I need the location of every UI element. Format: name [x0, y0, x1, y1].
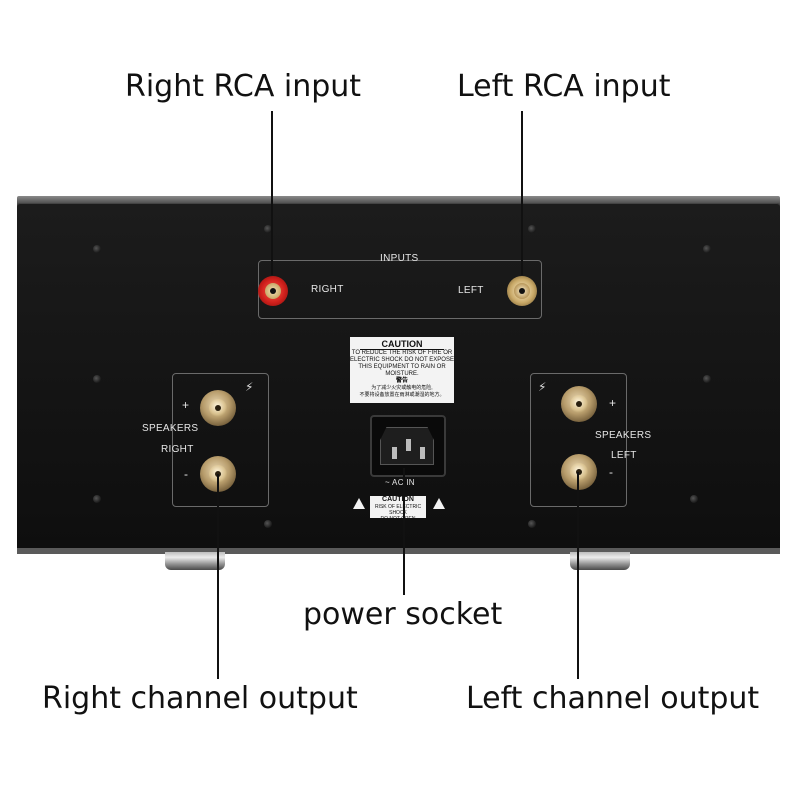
screw — [264, 225, 272, 233]
rca-left-jack-hole — [519, 288, 525, 294]
panel-bottom-edge — [17, 548, 780, 554]
screw — [93, 245, 101, 253]
screw — [93, 495, 101, 503]
power-socket[interactable] — [370, 415, 446, 477]
small-caution-title: CAUTION — [382, 496, 414, 503]
rca-right-jack[interactable] — [258, 276, 288, 306]
terminal-hole — [215, 405, 221, 411]
screw — [528, 225, 536, 233]
caution-label: CAUTION TO REDUCE THE RISK OF FIRE OR EL… — [350, 337, 454, 403]
screw — [703, 245, 711, 253]
inputs-label: INPUTS — [380, 253, 419, 264]
left-speaker-negative-terminal[interactable] — [561, 454, 597, 490]
speakers-left-title: SPEAKERS — [595, 430, 652, 441]
left-foot — [570, 552, 630, 570]
caution-line-2: ELECTRIC SHOCK DO NOT EXPOSE — [350, 357, 454, 363]
speakers-left-channel: LEFT — [611, 450, 637, 461]
speakers-right-channel: RIGHT — [161, 444, 194, 455]
speakers-right-minus: - — [184, 467, 189, 481]
ac-in-label: ~ AC IN — [385, 478, 415, 487]
screw — [703, 375, 711, 383]
screw — [264, 520, 272, 528]
rca-right-jack-hole — [270, 288, 276, 294]
right-rca-input-callout: Right RCA input — [125, 69, 362, 104]
small-caution-label: CAUTION RISK OF ELECTRIC SHOCK DO NOT OP… — [370, 496, 426, 522]
terminal-hole — [576, 401, 582, 407]
left-rca-leader-line — [521, 111, 523, 275]
left-speaker-positive-terminal[interactable] — [561, 386, 597, 422]
rca-left-jack[interactable] — [507, 276, 537, 306]
left-channel-output-callout: Left channel output — [466, 681, 760, 716]
right-channel-output-callout: Right channel output — [42, 681, 358, 716]
caution-cn-title: 警告 — [395, 378, 408, 384]
panel-top-bevel — [17, 196, 780, 206]
left-rca-input-callout: Left RCA input — [457, 69, 671, 104]
power-socket-leader-line — [403, 468, 405, 595]
electric-shock-warning-icon — [433, 498, 445, 509]
inputs-plate — [258, 260, 542, 319]
left-output-leader-line — [577, 472, 579, 679]
screw — [93, 375, 101, 383]
power-socket-callout: power socket — [303, 597, 503, 632]
power-socket-pin-live — [392, 447, 397, 459]
speakers-right-plus: + — [182, 398, 190, 412]
speakers-right-title: SPEAKERS — [142, 423, 199, 434]
speakers-left-minus: - — [609, 465, 614, 479]
caution-title: CAUTION — [360, 339, 444, 350]
rca-right-label: RIGHT — [311, 284, 344, 295]
lightning-bolt-icon: ⚡ — [538, 380, 547, 394]
speakers-right-plate — [172, 373, 269, 507]
caution-line-1: TO REDUCE THE RISK OF FIRE OR — [351, 350, 453, 356]
power-socket-pin-neutral — [420, 447, 425, 459]
small-caution-line-2: DO NOT OPEN — [380, 516, 416, 522]
caution-cn-line-1: 为了减少火灾或触电的危险, — [371, 385, 433, 391]
power-socket-pin-earth — [406, 439, 411, 451]
lightning-bolt-icon: ⚡ — [245, 380, 254, 394]
rca-left-label: LEFT — [458, 285, 484, 296]
electric-shock-warning-icon — [353, 498, 365, 509]
screw — [690, 495, 698, 503]
right-foot — [165, 552, 225, 570]
caution-line-4: MOISTURE. — [385, 371, 419, 377]
caution-cn-line-2: 不要将设备放置在雨淋或潮湿的地方。 — [359, 392, 445, 398]
screw — [528, 520, 536, 528]
right-rca-leader-line — [271, 111, 273, 275]
caution-line-3: THIS EQUIPMENT TO RAIN OR — [358, 364, 446, 370]
right-speaker-positive-terminal[interactable] — [200, 390, 236, 426]
right-output-leader-line — [217, 474, 219, 679]
small-caution-line-1: RISK OF ELECTRIC SHOCK — [374, 504, 422, 516]
terminal-hole — [576, 469, 582, 475]
speakers-left-plus: + — [609, 396, 617, 410]
